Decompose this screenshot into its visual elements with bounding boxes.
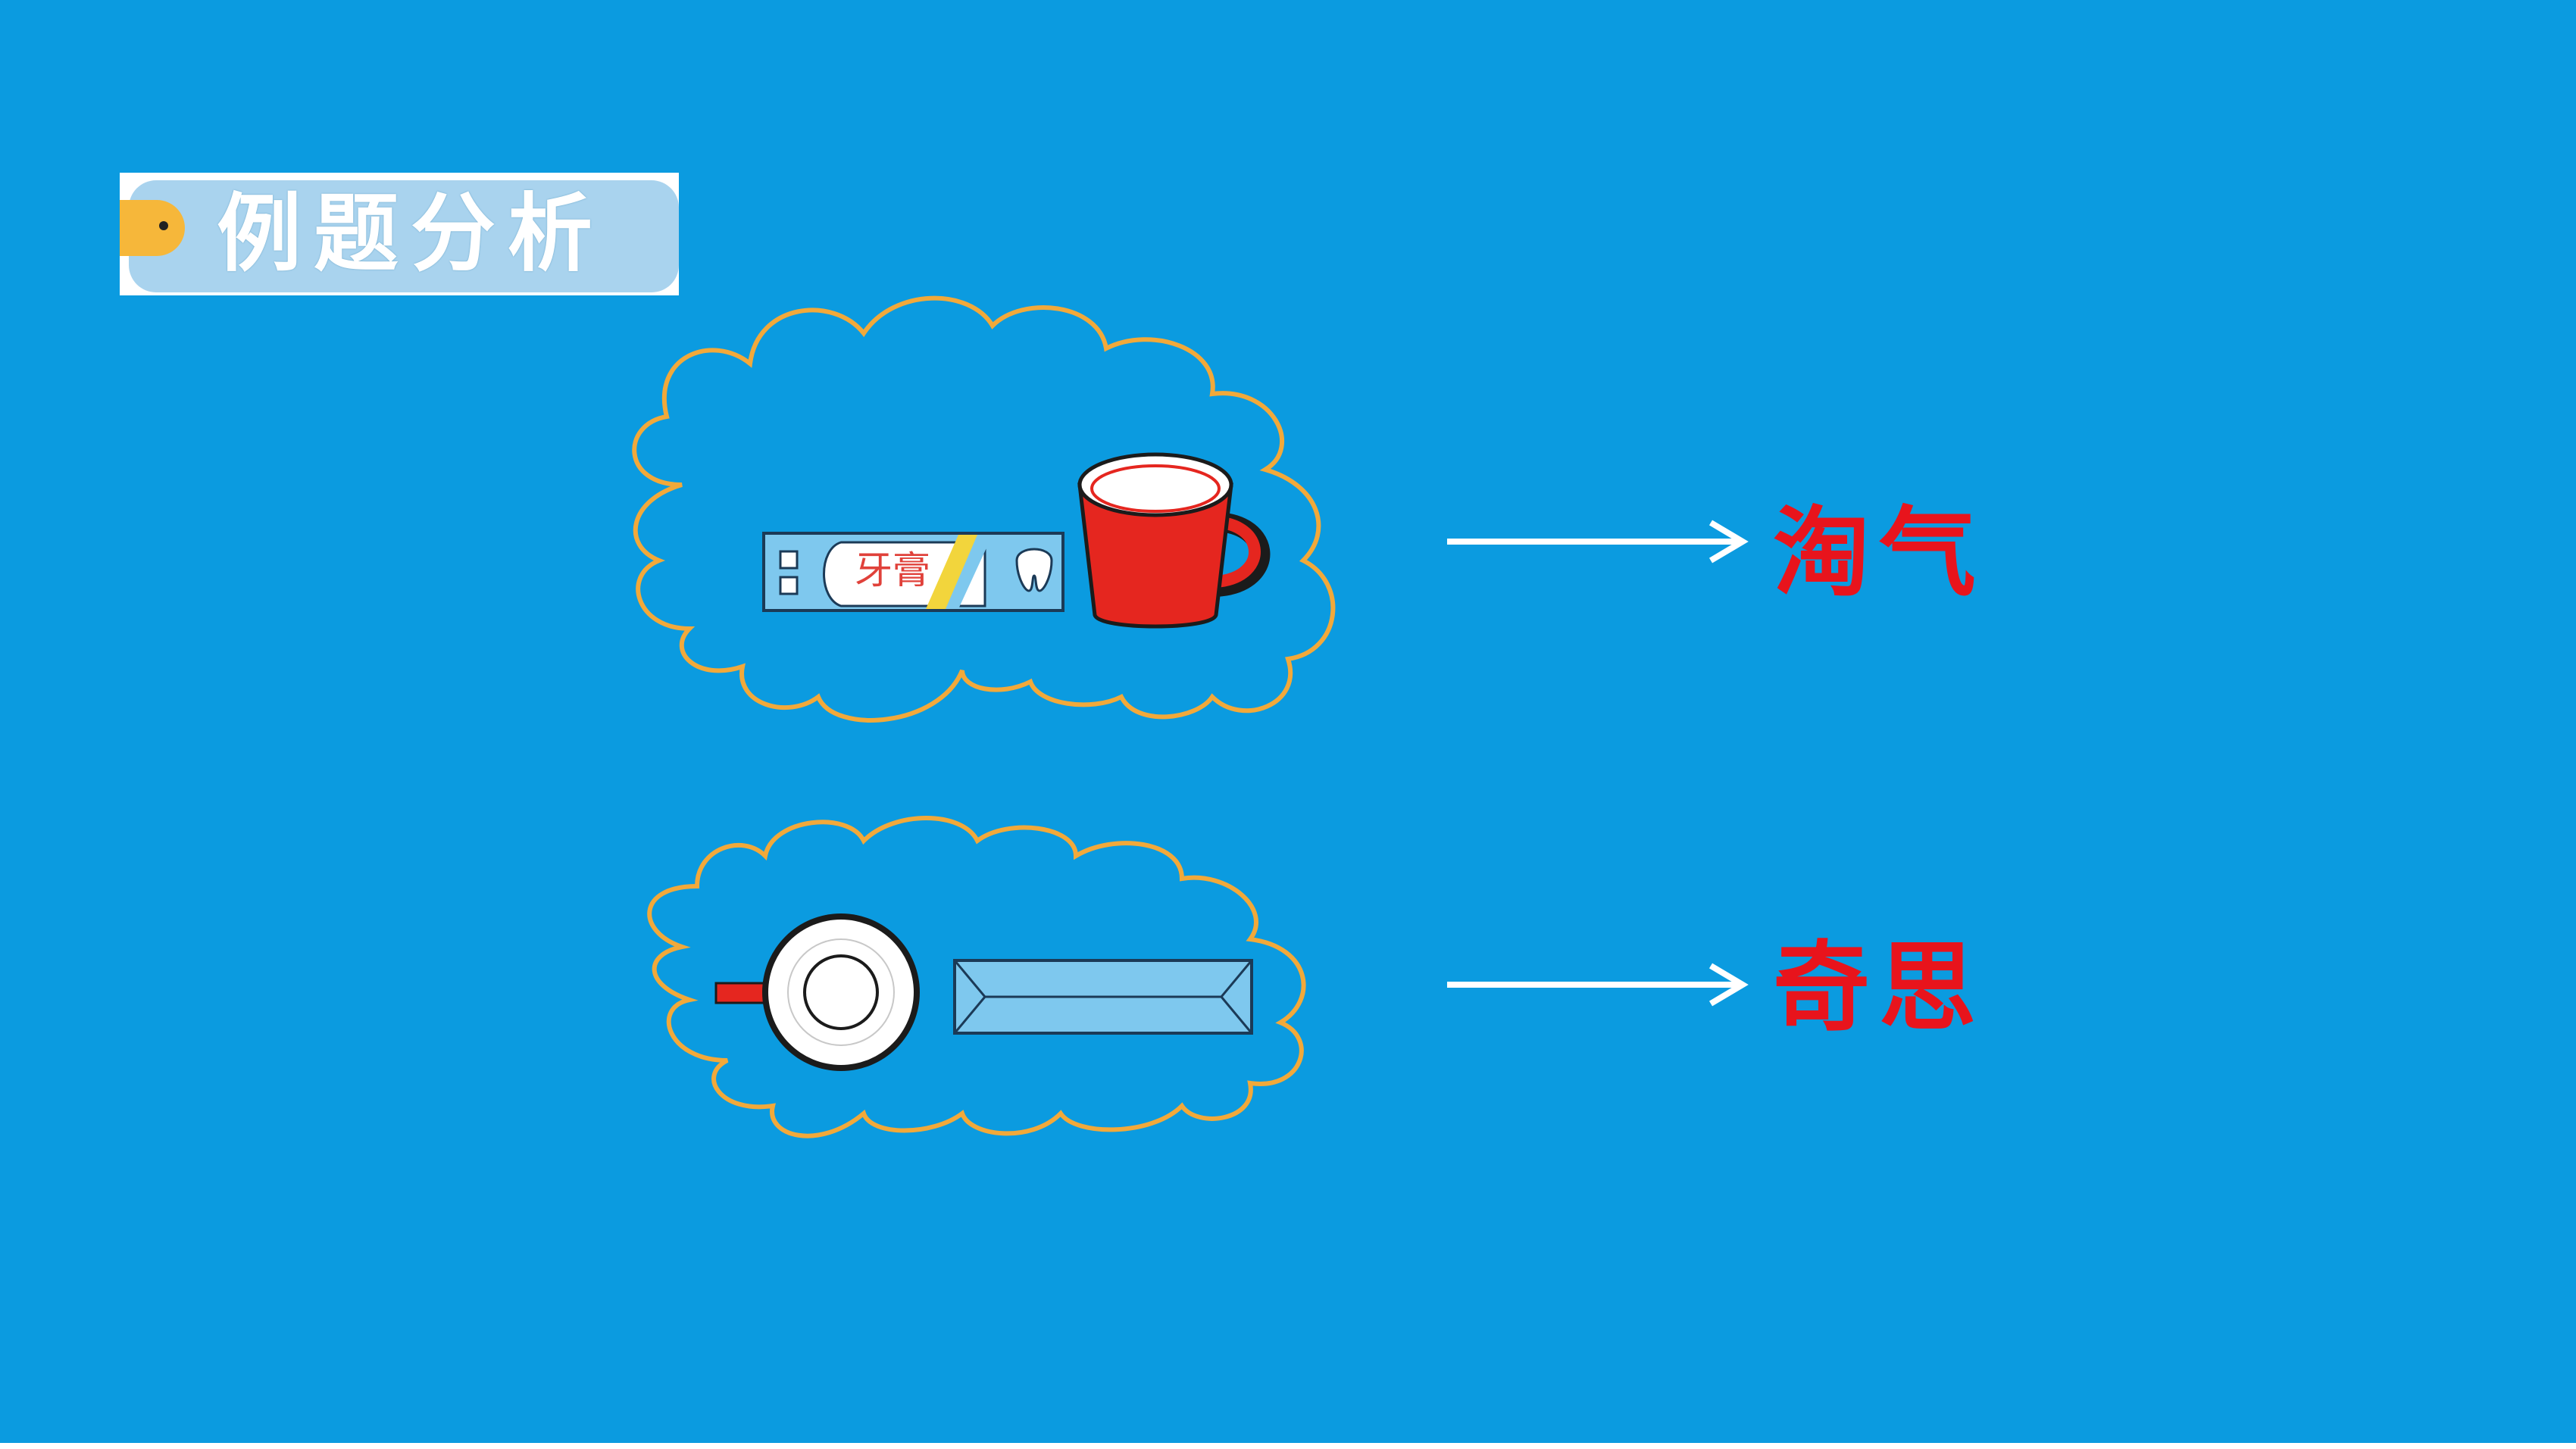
right-arrow-icon <box>1447 963 1749 1007</box>
red-cup-icon <box>1077 452 1271 629</box>
header-tab-marker <box>120 200 185 256</box>
section-header: 例题分析 <box>120 173 679 295</box>
right-arrow-icon <box>1447 520 1749 564</box>
page-title: 例题分析 <box>217 184 605 283</box>
toothpaste-tube-icon <box>762 532 1064 612</box>
tab-dot <box>159 221 168 230</box>
answer-label-row-1: 淘气 <box>1773 496 1986 610</box>
bottom-strip <box>0 1443 2576 1449</box>
toothpaste-tube-top-view-icon <box>953 959 1253 1035</box>
toothpaste-tube-label: 牙膏 <box>855 548 930 592</box>
header-pill <box>129 180 679 292</box>
cup-top-view-icon <box>714 913 920 1071</box>
answer-label-row-2: 奇思 <box>1773 931 1986 1045</box>
